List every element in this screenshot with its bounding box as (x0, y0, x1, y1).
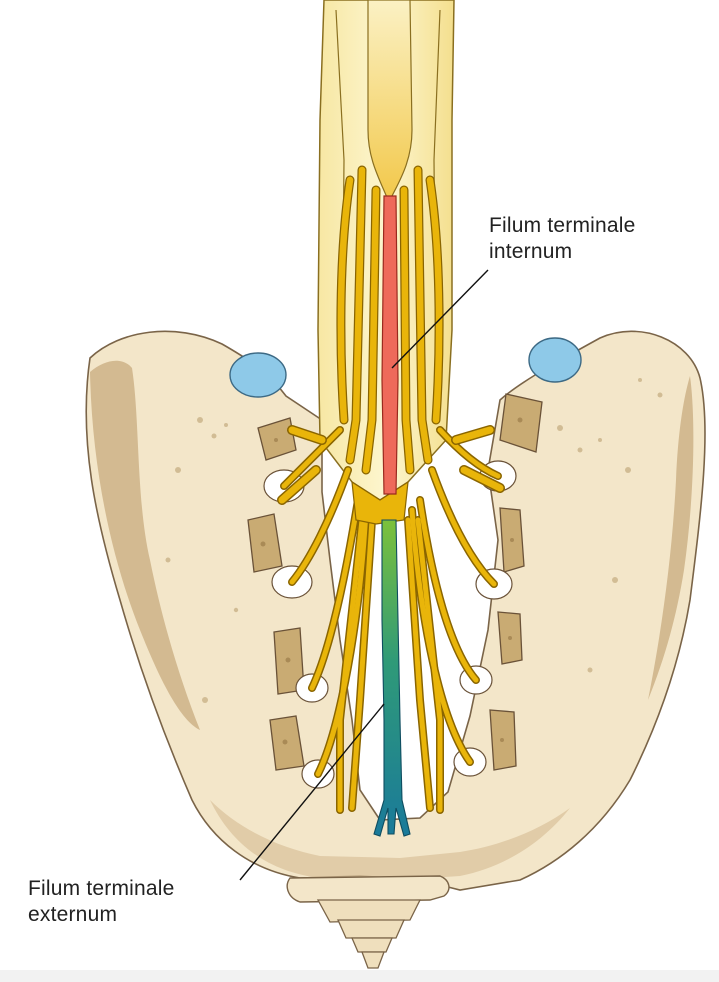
bottom-strip (0, 970, 719, 982)
label-externum-line-2: externum (28, 902, 175, 928)
label-internum-line-2: internum (489, 239, 636, 265)
right-vessel (529, 338, 581, 382)
filum-terminale-internum (382, 196, 398, 494)
label-filum-terminale-internum: Filum terminale internum (489, 213, 636, 265)
label-filum-terminale-externum: Filum terminale externum (28, 876, 175, 928)
filum-terminale-externum (374, 520, 410, 836)
left-vessel (230, 353, 286, 397)
label-internum-line-1: Filum terminale (489, 213, 636, 239)
label-externum-line-1: Filum terminale (28, 876, 175, 902)
coccyx (287, 876, 449, 968)
